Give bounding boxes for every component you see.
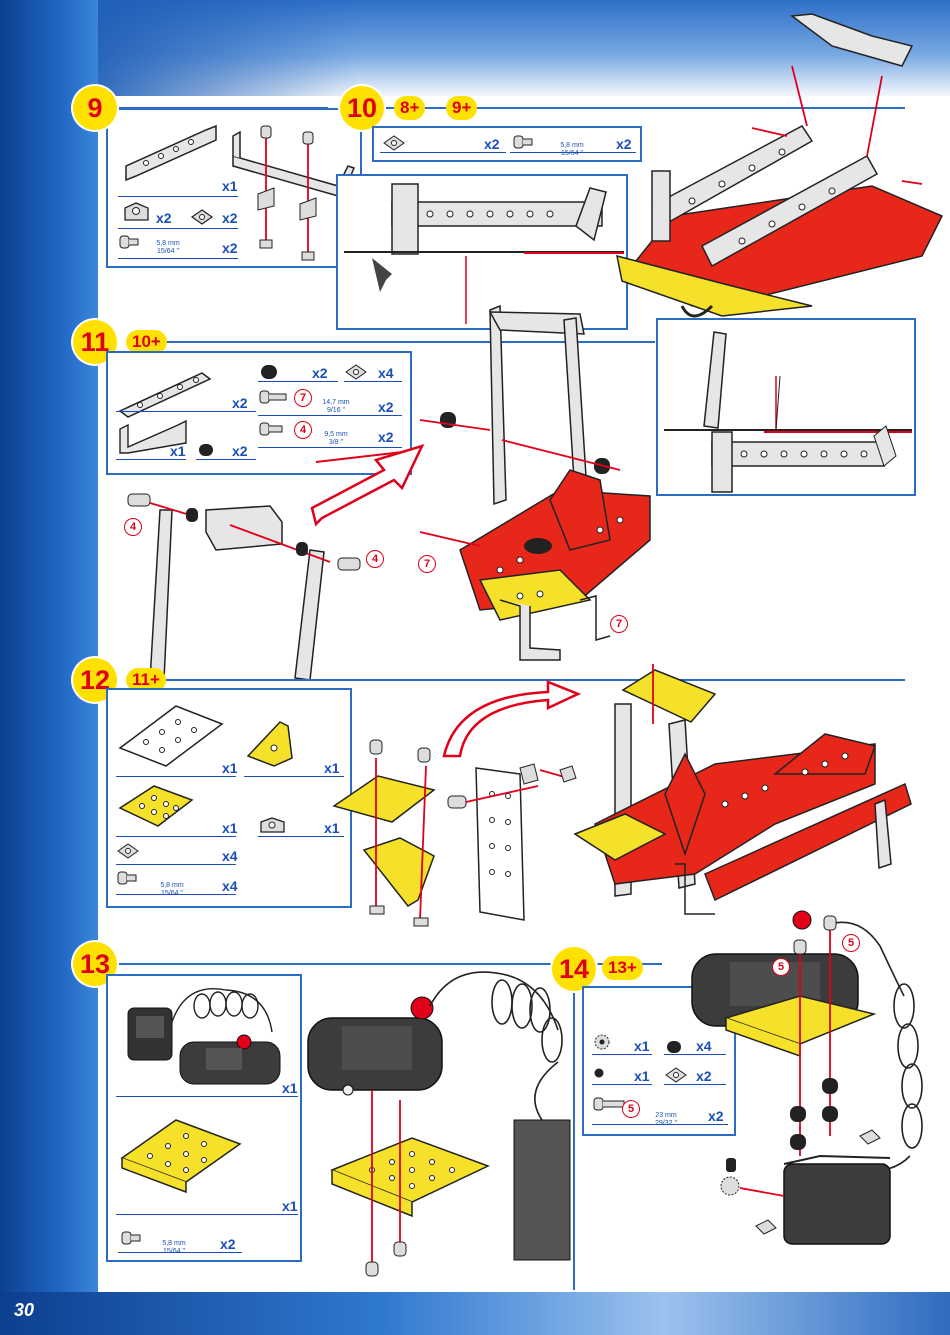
screw-size-mm: 5,8 mm: [154, 1240, 194, 1248]
step-9-badge: 9: [73, 86, 117, 130]
screw-size-mm: 5,8 mm: [552, 142, 592, 150]
bottom-blue-band: [0, 1292, 950, 1335]
part-qty: x1: [222, 820, 238, 836]
part-qty: x1: [634, 1068, 650, 1084]
step-12-assembly-illustration: [575, 664, 920, 936]
angle-strip-icon: [116, 118, 236, 198]
part-qty: x1: [634, 1038, 650, 1054]
part-qty: x1: [282, 1080, 298, 1096]
part-qty: x2: [220, 1236, 236, 1252]
part-qty: x4: [222, 848, 238, 864]
triangle-bracket-icon: [244, 718, 304, 768]
nut-icon: [382, 134, 406, 152]
arrow-outline-icon: [310, 438, 430, 530]
part-qty: x2: [484, 136, 500, 152]
nut-icon: [190, 208, 214, 226]
step-14-assembly-illustration: [690, 906, 930, 1278]
callout-number: 5: [772, 958, 790, 976]
step-13-assembly-illustration: [302, 970, 572, 1280]
step-10-assembly-illustration: [612, 6, 944, 336]
callout-number: 4: [366, 550, 384, 568]
part-qty: x1: [222, 760, 238, 776]
gear-icon: [592, 1032, 612, 1052]
screw-icon: [592, 1096, 626, 1112]
curved-arrow-icon: [438, 680, 588, 760]
yellow-flanged-plate-icon: [116, 1108, 246, 1188]
top-gradient-fade: [98, 0, 358, 110]
callout-number: 5: [842, 934, 860, 952]
step-14-divider: [573, 965, 575, 1290]
white-plate-icon: [116, 702, 226, 768]
step-11-side-view: [664, 326, 912, 492]
set-screw-icon: [592, 1066, 606, 1080]
part-qty: x1: [282, 1198, 298, 1214]
nut-icon: [664, 1066, 688, 1084]
angle-bracket-icon: [122, 200, 152, 226]
step-13-rule: [118, 963, 568, 965]
step-10-prereq-a: 8+: [394, 96, 425, 120]
screw-size-inch: 15/64 ": [148, 248, 188, 256]
screw-size-mm: 23 mm: [646, 1112, 686, 1120]
step-10-badge: 10: [340, 86, 384, 130]
part-qty: x2: [378, 399, 394, 415]
step-12-subassembly-illustration: [328, 730, 588, 942]
callout-number: 4: [124, 518, 142, 536]
step-10-prereq-b: 9+: [446, 96, 477, 120]
angle-bracket-icon: [258, 816, 288, 838]
screw-icon: [118, 234, 140, 250]
screw-size-mm: 5,8 mm: [152, 882, 192, 890]
page-number: 30: [14, 1300, 34, 1321]
callout-number: 5: [622, 1100, 640, 1118]
part-qty: x4: [378, 365, 394, 381]
part-qty: x2: [156, 210, 172, 226]
screw-icon: [120, 1230, 142, 1246]
screw-icon: [116, 870, 138, 886]
step-13-parts-panel: x1 x1 5,8 mm15/64 " x2: [106, 974, 302, 1262]
part-qty: x4: [222, 878, 238, 894]
step-11-detail-panel: [656, 318, 916, 496]
step-11-assembly-illustration: [420, 300, 670, 672]
screw-size-mm: 5,8 mm: [148, 240, 188, 248]
nut-icon: [116, 842, 140, 860]
yellow-plate-icon: [116, 782, 196, 832]
step-14-badge: 14: [552, 947, 596, 991]
screw-icon: [512, 134, 534, 150]
battery-box-icon: [116, 982, 296, 1092]
step-14-prereq: 13+: [602, 956, 643, 980]
